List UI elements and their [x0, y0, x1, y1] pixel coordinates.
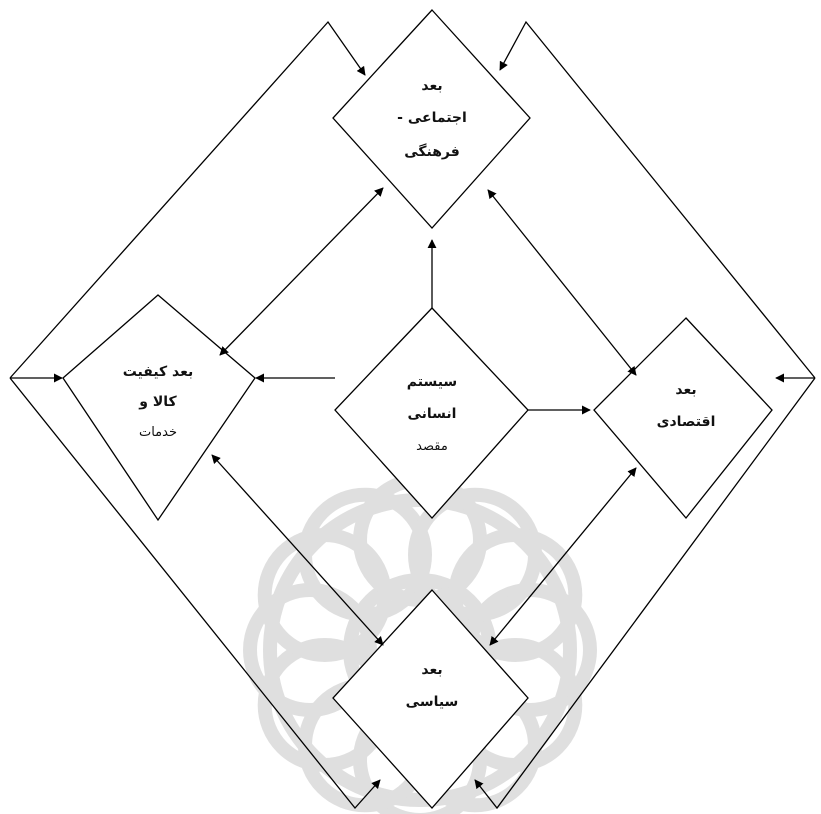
political-line-1: بعد [421, 662, 442, 678]
arrow-social-economic [487, 189, 637, 376]
center-line-3: مقصد [416, 439, 448, 454]
quality-line-3: خدمات [139, 425, 177, 440]
center-line-2: انسانی [408, 406, 457, 422]
center-node: سیستم انسانی مقصد [334, 307, 529, 519]
svg-text:بعد: بعد [421, 662, 442, 678]
svg-text:کالا و: کالا و [138, 394, 177, 410]
svg-text:بعد: بعد [675, 382, 696, 398]
quality-node: بعد کیفیت کالا و خدمات [62, 294, 256, 522]
social-diamond [332, 9, 531, 229]
connectors [9, 20, 816, 810]
social-line-2: اجتماعی - [397, 110, 467, 126]
svg-text:اقتصادی: اقتصادی [657, 414, 716, 430]
center-line-1: سیستم [407, 374, 457, 390]
outer-loop-right-top [499, 20, 816, 379]
social-line-1: بعد [421, 78, 442, 94]
arrow-economic-political [489, 467, 637, 646]
outer-loop-right-bottom [474, 377, 816, 810]
svg-text:سیستم: سیستم [407, 374, 457, 390]
svg-text:انسانی: انسانی [408, 406, 457, 422]
social-line-3: فرهنگی [404, 143, 460, 160]
arrow-social-quality [219, 187, 384, 356]
svg-text:اجتماعی -: اجتماعی - [397, 110, 467, 126]
economic-line-2: اقتصادی [657, 414, 716, 430]
svg-text:مقصد: مقصد [416, 439, 448, 454]
svg-text:بعد کیفیت: بعد کیفیت [123, 364, 194, 380]
economic-node: بعد اقتصادی [593, 317, 773, 520]
outer-loop-left-bottom [9, 377, 381, 810]
quality-line-1: بعد کیفیت [123, 364, 194, 380]
arrow-quality-political [211, 454, 384, 646]
outer-loop-left-top [9, 20, 366, 379]
political-diamond [332, 589, 529, 809]
political-node: بعد سیاسی [332, 589, 529, 809]
social-node: بعد اجتماعی - فرهنگی [332, 9, 531, 229]
political-line-2: سیاسی [406, 694, 459, 710]
svg-text:فرهنگی: فرهنگی [404, 143, 460, 160]
quality-line-2: کالا و [138, 394, 177, 410]
economic-diamond [593, 317, 773, 520]
svg-text:بعد: بعد [421, 78, 442, 94]
center-diamond [334, 307, 529, 519]
economic-line-1: بعد [675, 382, 696, 398]
svg-text:سیاسی: سیاسی [406, 694, 459, 710]
svg-text:خدمات: خدمات [139, 425, 177, 440]
